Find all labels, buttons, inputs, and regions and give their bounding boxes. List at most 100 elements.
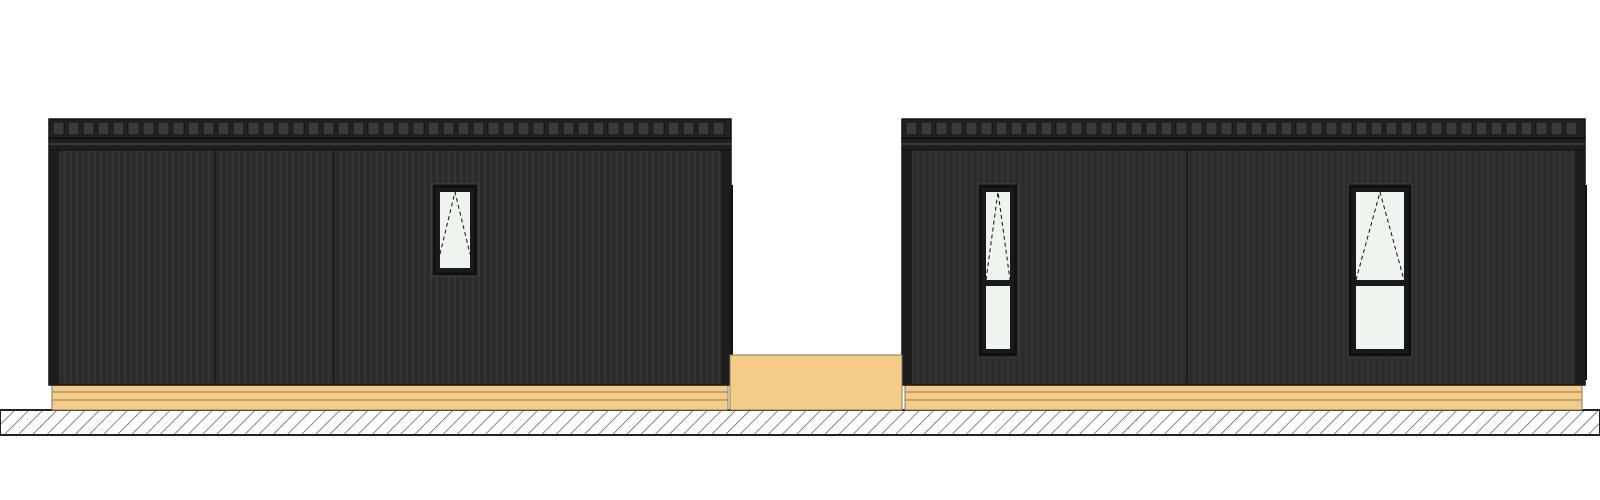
narrow-window: [977, 183, 1019, 358]
wide-window: [1347, 183, 1413, 358]
roof-block: [337, 121, 350, 136]
awning-window: [431, 183, 479, 277]
roof-block: [607, 121, 620, 136]
roof-block: [262, 121, 275, 136]
roof-block: [697, 121, 710, 136]
roof-block: [965, 121, 978, 136]
roof-block: [1175, 121, 1188, 136]
roof-block: [950, 121, 963, 136]
roof-block: [247, 121, 260, 136]
roof-block: [1325, 121, 1338, 136]
roof-block: [442, 121, 455, 136]
roof-block: [920, 121, 933, 136]
roof-block: [67, 121, 80, 136]
roof-block: [1355, 121, 1368, 136]
window-pane-top: [986, 192, 1010, 280]
roof-block: [322, 121, 335, 136]
roof-block: [352, 121, 365, 136]
roof-block: [1115, 121, 1128, 136]
roof-block: [172, 121, 185, 136]
roof-block: [1370, 121, 1383, 136]
right-module: [901, 118, 1587, 411]
roof-block: [980, 121, 993, 136]
roof-block: [1055, 121, 1068, 136]
roof-block: [1100, 121, 1113, 136]
roof-block: [532, 121, 545, 136]
roof-block: [935, 121, 948, 136]
roof-block: [1025, 121, 1038, 136]
roof-block: [622, 121, 635, 136]
roof-block: [217, 121, 230, 136]
roof-block: [1520, 121, 1533, 136]
roof-block: [187, 121, 200, 136]
roof-block: [1340, 121, 1353, 136]
roof-block: [547, 121, 560, 136]
roof-block: [472, 121, 485, 136]
timber-base: [51, 384, 729, 411]
roof-block: [502, 121, 515, 136]
roof-block: [712, 121, 725, 136]
roof-block: [232, 121, 245, 136]
roof-block: [682, 121, 695, 136]
roof-block: [367, 121, 380, 136]
roof-block: [667, 121, 680, 136]
roof-block: [1295, 121, 1308, 136]
roof-block: [1085, 121, 1098, 136]
roof-block: [1550, 121, 1563, 136]
roof-block: [142, 121, 155, 136]
roof-block: [1505, 121, 1518, 136]
roof-block: [1445, 121, 1458, 136]
window-pane-bottom: [986, 286, 1010, 349]
roof-block: [1430, 121, 1443, 136]
downpipe: [731, 185, 733, 380]
roof-block: [1190, 121, 1203, 136]
roof-block: [1010, 121, 1023, 136]
roof-block: [1535, 121, 1548, 136]
roof-block: [562, 121, 575, 136]
roof-block: [1145, 121, 1158, 136]
roof-block: [592, 121, 605, 136]
roof-blocks: [52, 121, 725, 136]
window-pane-top: [1356, 192, 1404, 280]
roof-block: [1475, 121, 1488, 136]
roof-block: [577, 121, 590, 136]
roof-block: [292, 121, 305, 136]
downpipe: [1585, 185, 1587, 380]
corner-trim-right: [721, 148, 731, 385]
roof-block: [412, 121, 425, 136]
deck-connector: [729, 354, 903, 411]
roof-block: [1160, 121, 1173, 136]
window-pane: [440, 192, 470, 268]
roof-block: [1205, 121, 1218, 136]
roof-block: [1235, 121, 1248, 136]
roof-block: [1490, 121, 1503, 136]
opening-indicator: [985, 191, 1011, 281]
roof-block: [517, 121, 530, 136]
roof-block: [1250, 121, 1263, 136]
opening-indicator: [439, 191, 471, 255]
roof-block: [1220, 121, 1233, 136]
roof-block: [995, 121, 1008, 136]
roof-block: [1400, 121, 1413, 136]
left-module: [48, 118, 733, 411]
window-pane-bottom: [1356, 286, 1404, 349]
roof-block: [457, 121, 470, 136]
roof-block: [427, 121, 440, 136]
roof-block: [307, 121, 320, 136]
roof-block: [397, 121, 410, 136]
roof-block: [202, 121, 215, 136]
roof-block: [652, 121, 665, 136]
ground-line: [0, 409, 1600, 436]
roof-block: [1070, 121, 1083, 136]
roof-block: [1460, 121, 1473, 136]
roof-block: [1415, 121, 1428, 136]
roof-block: [112, 121, 125, 136]
roof-block: [1280, 121, 1293, 136]
roof-block: [1130, 121, 1143, 136]
roof-block: [905, 121, 918, 136]
roof-block: [127, 121, 140, 136]
opening-indicator: [1355, 190, 1405, 281]
roof-block: [52, 121, 65, 136]
